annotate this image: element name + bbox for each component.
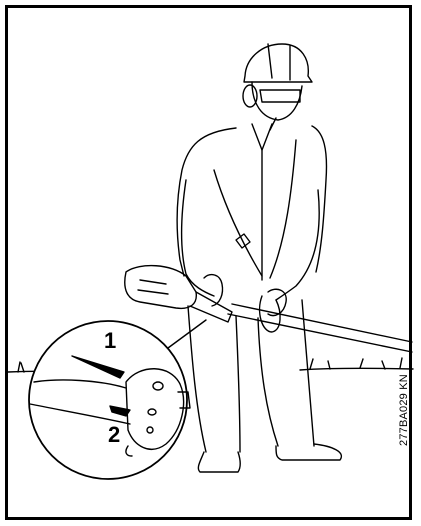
torso	[177, 126, 326, 276]
visor	[260, 90, 300, 102]
left-boot	[198, 452, 240, 472]
face	[252, 82, 302, 120]
harness	[214, 140, 296, 278]
helmet	[244, 44, 312, 82]
legs	[188, 300, 314, 452]
figure-code: 277BA029 KN	[398, 366, 410, 446]
shaft	[228, 304, 412, 352]
callout-label-1: 1	[104, 330, 116, 352]
right-boot	[276, 444, 341, 460]
callout-label-2: 2	[108, 424, 120, 446]
